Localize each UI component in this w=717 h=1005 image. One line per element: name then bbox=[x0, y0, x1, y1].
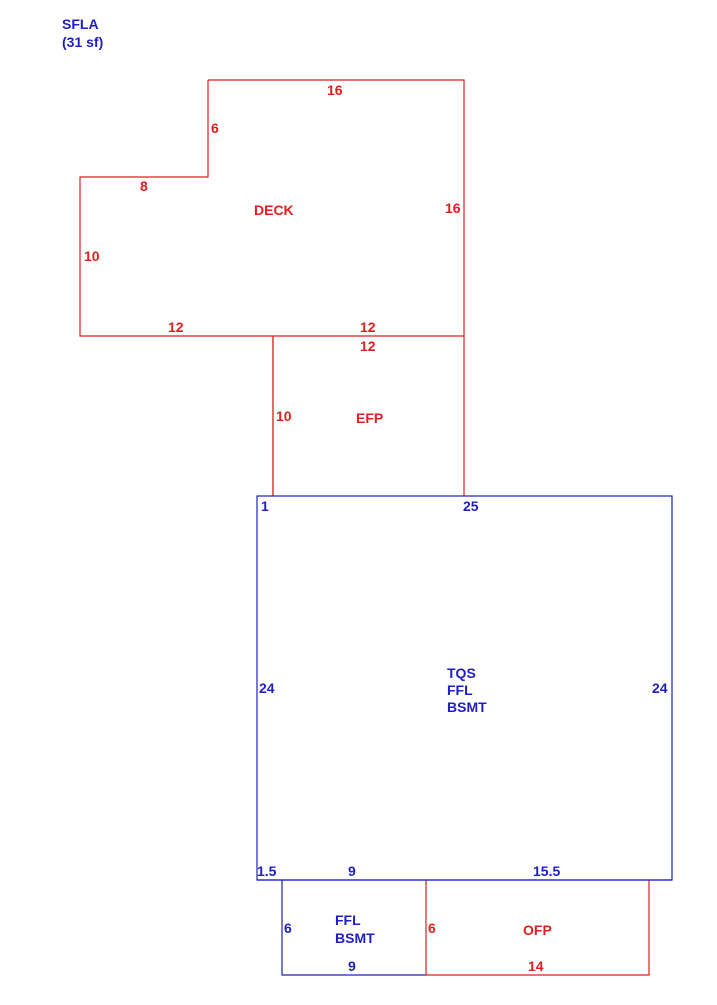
lower-bsmt-label-line2: BSMT bbox=[335, 930, 375, 946]
main-dim-right: 24 bbox=[652, 680, 668, 696]
lower-bsmt-outline bbox=[281, 880, 426, 976]
main-dim-left: 24 bbox=[259, 680, 275, 696]
ofp-label: OFP bbox=[523, 922, 552, 938]
lower-bsmt-dim-left: 6 bbox=[284, 920, 292, 936]
lower-bsmt-dim-bottom: 9 bbox=[348, 958, 356, 974]
deck-dim-right: 16 bbox=[445, 200, 461, 216]
deck-dim-notch-top: 8 bbox=[140, 178, 148, 194]
main-dim-bottom-left: 1.5 bbox=[257, 863, 277, 879]
deck-dim-notch-side: 6 bbox=[211, 120, 219, 136]
main-dim-bottom-mid: 9 bbox=[348, 863, 356, 879]
main-dim-bottom-right: 15.5 bbox=[533, 863, 560, 879]
main-label-line3: BSMT bbox=[447, 699, 487, 715]
deck-dim-bottom-right: 12 bbox=[360, 319, 376, 335]
deck-outline bbox=[79, 79, 465, 337]
deck-label: DECK bbox=[254, 202, 294, 218]
efp-dim-top: 12 bbox=[360, 338, 376, 354]
efp-label: EFP bbox=[356, 410, 383, 426]
ofp-dim-left: 6 bbox=[428, 920, 436, 936]
main-label-line1: TQS bbox=[447, 665, 476, 681]
lower-bsmt-label-line1: FFL bbox=[335, 912, 361, 928]
ofp-dim-bottom: 14 bbox=[528, 958, 544, 974]
deck-dim-left: 10 bbox=[84, 248, 100, 264]
deck-dim-bottom-left: 12 bbox=[168, 319, 184, 335]
main-label-line2: FFL bbox=[447, 682, 473, 698]
deck-dim-top: 16 bbox=[327, 82, 343, 98]
ofp-outline bbox=[425, 880, 650, 976]
sfla-title: SFLA bbox=[62, 16, 99, 32]
sfla-area: (31 sf) bbox=[62, 34, 103, 50]
main-dim-top-left: 1 bbox=[261, 498, 269, 514]
efp-dim-left: 10 bbox=[276, 408, 292, 424]
main-dim-top-right: 25 bbox=[463, 498, 479, 514]
